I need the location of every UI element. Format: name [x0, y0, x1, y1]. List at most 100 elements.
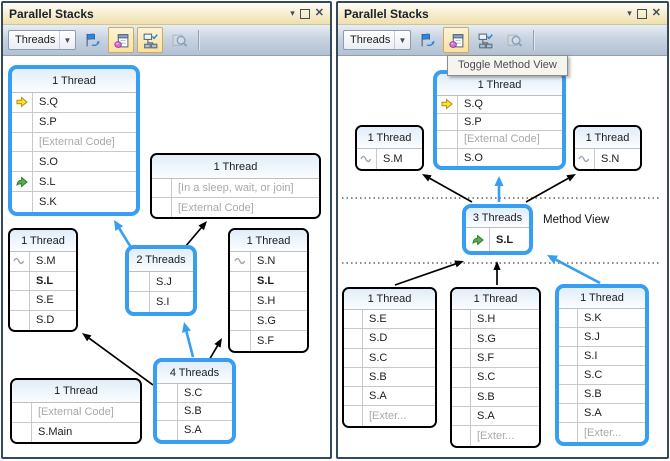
- stack-frame-row[interactable]: S.B: [452, 387, 539, 407]
- stack-frame-row[interactable]: S.L: [230, 271, 307, 292]
- frame-label: S.G: [257, 314, 276, 327]
- frame-label: S.P: [39, 116, 57, 129]
- stack-frame-row[interactable]: S.L: [12, 172, 136, 192]
- frame-gutter: [152, 179, 172, 197]
- stack-frame-row[interactable]: S.C: [157, 384, 232, 403]
- stack-frame-row[interactable]: S.I: [559, 347, 645, 366]
- stack-box-header: 1 Thread: [575, 127, 640, 149]
- stack-box[interactable]: 1 Thread[External Code]S.Main: [10, 378, 142, 444]
- stack-frame-row[interactable]: S.P: [437, 113, 562, 132]
- stack-frame-row[interactable]: S.E: [344, 310, 435, 330]
- stack-frame-row[interactable]: S.I: [129, 292, 193, 312]
- stack-frame-row[interactable]: [External Code]: [12, 403, 140, 423]
- frame-label: [External Code]: [464, 133, 540, 146]
- stack-frame-row[interactable]: S.Q: [437, 96, 562, 114]
- stack-frame-row[interactable]: S.F: [452, 348, 539, 369]
- stack-frame-row[interactable]: [Exter...: [344, 406, 435, 426]
- stack-frame-row[interactable]: S.Main: [12, 422, 140, 442]
- stack-frame-row[interactable]: S.C: [452, 368, 539, 388]
- stack-frame-row[interactable]: S.H: [230, 291, 307, 312]
- stack-frame-row[interactable]: S.P: [12, 112, 136, 133]
- stack-frame-row[interactable]: S.Q: [12, 93, 136, 113]
- stack-frame-row[interactable]: [Exter...: [452, 426, 539, 446]
- maximize-icon[interactable]: [299, 8, 310, 19]
- stack-frame-row[interactable]: S.C: [344, 348, 435, 368]
- method-view-button[interactable]: [108, 27, 134, 53]
- stack-frame-row[interactable]: S.D: [344, 329, 435, 349]
- stack-frame-row[interactable]: S.B: [559, 385, 645, 404]
- stack-box[interactable]: 1 Thread[In a sleep, wait, or join][Exte…: [150, 153, 321, 219]
- stack-frame-row[interactable]: S.A: [157, 421, 232, 440]
- stack-frame-row[interactable]: S.A: [452, 406, 539, 427]
- stack-box-header: 1 Thread: [152, 155, 319, 179]
- stack-frame-row[interactable]: S.O: [12, 152, 136, 173]
- stack-frame-row[interactable]: [External Code]: [437, 131, 562, 149]
- stack-frame-row[interactable]: S.E: [10, 291, 76, 311]
- threads-tasks-combo[interactable]: Threads ▼: [343, 30, 411, 50]
- frame-gutter: [559, 328, 578, 346]
- stack-frame-row[interactable]: S.L: [10, 271, 76, 291]
- frame-label: S.F: [257, 335, 275, 348]
- stack-frame-row[interactable]: [External Code]: [12, 132, 136, 153]
- stack-frame-row[interactable]: S.O: [437, 148, 562, 167]
- zoom-control-button[interactable]: [501, 27, 527, 53]
- title-bar[interactable]: Parallel Stacks ▾ ✕: [338, 3, 667, 25]
- stack-frame-row[interactable]: S.B: [344, 367, 435, 388]
- stack-frame-row[interactable]: S.H: [452, 310, 539, 330]
- call-arrow: [185, 331, 195, 358]
- stack-frame-row[interactable]: S.L: [466, 228, 529, 251]
- stack-frame-row[interactable]: S.G: [230, 311, 307, 332]
- autoscroll-button[interactable]: [137, 27, 163, 53]
- stack-frame-row[interactable]: [In a sleep, wait, or join]: [152, 179, 319, 198]
- close-icon[interactable]: ✕: [314, 7, 324, 19]
- stack-frame-row[interactable]: S.M: [357, 149, 422, 169]
- chevron-down-icon[interactable]: ▼: [59, 31, 75, 49]
- stack-frame-row[interactable]: S.G: [452, 329, 539, 349]
- stack-frame-row[interactable]: S.K: [12, 191, 136, 212]
- zoom-control-button[interactable]: [166, 27, 192, 53]
- stack-frame-row[interactable]: S.K: [559, 309, 645, 328]
- frame-label: S.A: [477, 410, 495, 423]
- stack-frame-row[interactable]: S.B: [157, 402, 232, 422]
- autoscroll-button[interactable]: [472, 27, 498, 53]
- close-icon[interactable]: ✕: [651, 7, 661, 19]
- stack-frame-row[interactable]: S.M: [10, 252, 76, 272]
- method-view-button[interactable]: [443, 27, 469, 53]
- stack-frame-row[interactable]: S.N: [230, 252, 307, 272]
- window-menu-icon[interactable]: ▾: [290, 8, 295, 18]
- show-flagged-button[interactable]: [79, 27, 105, 53]
- stack-frame-row[interactable]: S.A: [559, 404, 645, 423]
- chevron-down-icon[interactable]: ▼: [394, 31, 410, 49]
- yellow-arrow-icon: [437, 96, 458, 113]
- frame-gutter: [452, 368, 471, 387]
- stack-frame-row[interactable]: S.J: [129, 272, 193, 292]
- frame-gutter: [344, 387, 363, 406]
- stack-frame-row[interactable]: S.N: [575, 149, 640, 169]
- stack-frame-row[interactable]: [Exter...: [559, 423, 645, 442]
- frame-label: S.J: [584, 331, 600, 343]
- stack-frame-row[interactable]: S.C: [559, 366, 645, 385]
- stack-frame-row[interactable]: S.J: [559, 328, 645, 347]
- threads-tasks-combo[interactable]: Threads ▼: [8, 30, 76, 50]
- title-bar[interactable]: Parallel Stacks ▾ ✕: [3, 3, 330, 25]
- stack-frame-row[interactable]: S.F: [230, 331, 307, 351]
- stack-frame-row[interactable]: S.A: [344, 387, 435, 407]
- stack-frame-row[interactable]: [External Code]: [152, 198, 319, 217]
- window-menu-icon[interactable]: ▾: [627, 8, 632, 18]
- stack-frame-row[interactable]: S.D: [10, 310, 76, 330]
- maximize-icon[interactable]: [636, 8, 647, 19]
- show-flagged-button[interactable]: [414, 27, 440, 53]
